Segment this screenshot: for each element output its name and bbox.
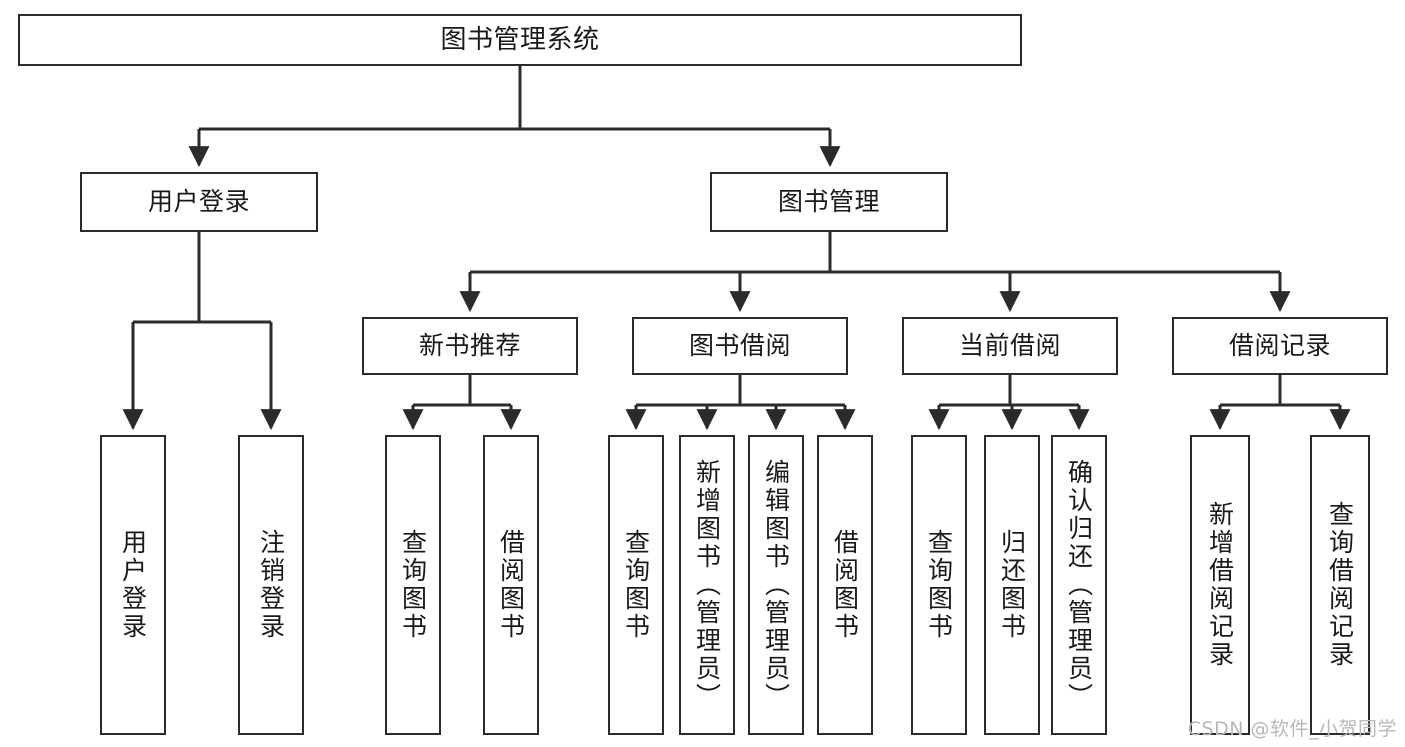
node-book-borrow-label: 图书借阅 bbox=[688, 331, 791, 361]
node-leaf-edit-book-admin[interactable]: 编辑图书（管理员） bbox=[748, 435, 804, 735]
node-leaf-confirm-return-admin[interactable]: 确认归还（管理员） bbox=[1051, 435, 1107, 735]
csdn-watermark: CSDN @软件_小贺同学 bbox=[1187, 718, 1397, 740]
node-leaf-edit-book-admin-label: 编辑图书（管理员） bbox=[761, 459, 791, 711]
node-leaf-borrow-book-recommend-label: 借阅图书 bbox=[496, 529, 526, 641]
node-leaf-add-borrow-record[interactable]: 新增借阅记录 bbox=[1190, 435, 1250, 735]
node-leaf-add-borrow-record-label: 新增借阅记录 bbox=[1205, 501, 1235, 669]
node-leaf-borrow-book-recommend[interactable]: 借阅图书 bbox=[483, 435, 539, 735]
node-leaf-query-book-current[interactable]: 查询图书 bbox=[911, 435, 967, 735]
node-root-label: 图书管理系统 bbox=[440, 24, 600, 55]
node-leaf-borrow-book-borrow-label: 借阅图书 bbox=[830, 529, 860, 641]
node-leaf-user-login-label: 用户登录 bbox=[118, 529, 148, 641]
node-root-book-management-system[interactable]: 图书管理系统 bbox=[18, 14, 1022, 66]
node-book-management[interactable]: 图书管理 bbox=[710, 172, 948, 232]
node-user-login-label: 用户登录 bbox=[147, 187, 250, 217]
node-borrow-record-label: 借阅记录 bbox=[1228, 331, 1331, 361]
node-leaf-user-login[interactable]: 用户登录 bbox=[100, 435, 166, 735]
node-leaf-user-logout-label: 注销登录 bbox=[256, 529, 286, 641]
node-leaf-query-borrow-record[interactable]: 查询借阅记录 bbox=[1310, 435, 1370, 735]
node-current-borrow[interactable]: 当前借阅 bbox=[902, 317, 1118, 375]
node-book-management-label: 图书管理 bbox=[777, 187, 880, 217]
node-leaf-query-book-borrow-label: 查询图书 bbox=[621, 529, 651, 641]
node-leaf-query-book-recommend-label: 查询图书 bbox=[398, 529, 428, 641]
node-current-borrow-label: 当前借阅 bbox=[958, 331, 1061, 361]
node-leaf-query-book-current-label: 查询图书 bbox=[924, 529, 954, 641]
node-leaf-add-book-admin-label: 新增图书（管理员） bbox=[692, 459, 722, 711]
node-leaf-borrow-book-borrow[interactable]: 借阅图书 bbox=[817, 435, 873, 735]
node-leaf-confirm-return-admin-label: 确认归还（管理员） bbox=[1064, 459, 1094, 711]
node-leaf-query-book-recommend[interactable]: 查询图书 bbox=[385, 435, 441, 735]
node-leaf-return-book-label: 归还图书 bbox=[997, 529, 1027, 641]
node-leaf-add-book-admin[interactable]: 新增图书（管理员） bbox=[679, 435, 735, 735]
node-leaf-query-borrow-record-label: 查询借阅记录 bbox=[1325, 501, 1355, 669]
node-book-borrow[interactable]: 图书借阅 bbox=[632, 317, 848, 375]
node-leaf-query-book-borrow[interactable]: 查询图书 bbox=[608, 435, 664, 735]
node-new-book-recommend[interactable]: 新书推荐 bbox=[362, 317, 578, 375]
node-leaf-user-logout[interactable]: 注销登录 bbox=[238, 435, 304, 735]
node-borrow-record[interactable]: 借阅记录 bbox=[1172, 317, 1388, 375]
node-leaf-return-book[interactable]: 归还图书 bbox=[984, 435, 1040, 735]
node-user-login[interactable]: 用户登录 bbox=[80, 172, 318, 232]
node-new-book-recommend-label: 新书推荐 bbox=[418, 331, 521, 361]
